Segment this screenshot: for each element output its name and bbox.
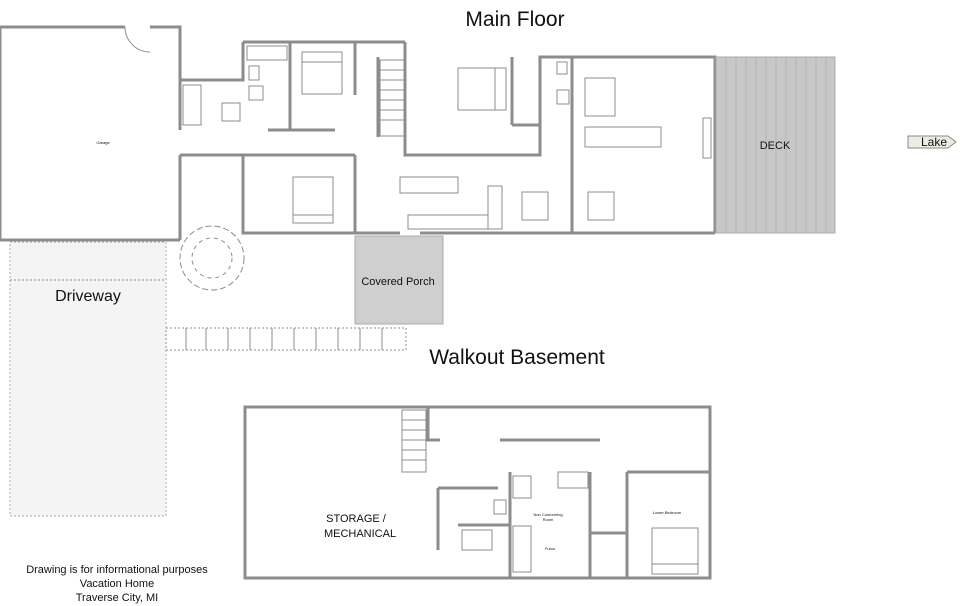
non-conforming-room-label: Room [543,517,554,522]
stairs [379,59,405,137]
deck-label: DECK [760,140,791,152]
kitchen-island [399,176,459,194]
lake-label: Lake [921,135,947,149]
kitchen-counter [407,214,489,230]
mechanical-label: MECHANICAL [324,528,396,540]
main-floor-walls [241,40,717,235]
bed-icon [301,51,343,95]
sofa-icon [584,77,662,148]
basement-walls [243,405,712,580]
basement-title: Walkout Basement [429,346,605,369]
storage-label: STORAGE / [326,513,387,525]
note-line: Vacation Home [80,578,154,590]
lower-bedroom-label: Lower Bedroom [653,510,682,515]
covered-porch-label: Covered Porch [361,276,434,288]
driveway [9,241,167,517]
driveway-label: Driveway [55,288,121,305]
note-line: Traverse City, MI [76,592,159,604]
lake-arrow-icon [907,135,957,149]
main-floor-title: Main Floor [465,8,564,31]
basement-stairs [401,409,427,473]
dining-table-icon [587,191,615,221]
bunk-bed-icon [512,475,532,499]
bed-icon [651,527,699,575]
garage-label: Garage [96,140,110,145]
walkway [165,327,407,351]
futon-icon [512,525,532,573]
covered-porch [354,235,444,325]
note-line: Drawing is for informational purposes [26,564,208,576]
non-conforming-label: Non Conforming [533,512,562,517]
bed-icon [457,67,507,111]
bed-icon [292,176,334,224]
dining-table-icon [521,191,549,221]
futon-label: Futon [545,546,555,551]
tree-icon [179,225,245,291]
garage [0,25,182,242]
